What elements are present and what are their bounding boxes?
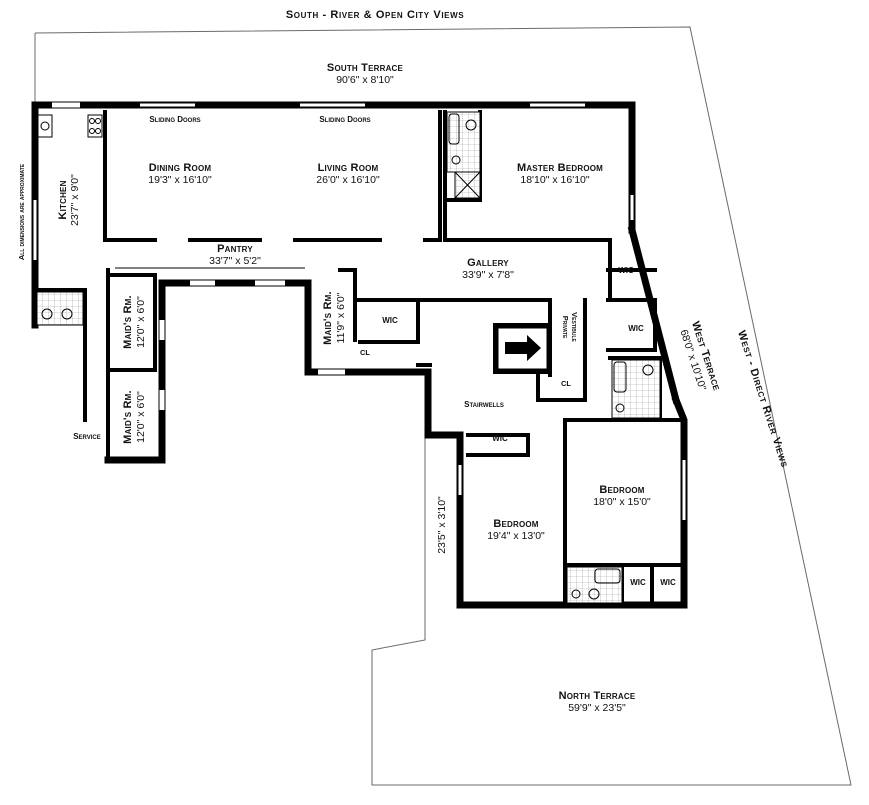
maids-room-3-dims: 11'9" x 6'0" (335, 292, 347, 343)
maids-room-1-name: Maid's Rm. (122, 295, 134, 349)
maids-room-2-dims: 12'0" x 6'0" (135, 391, 147, 443)
wic-label-2: WIC (382, 316, 398, 325)
south-terrace-dims: 90'6" x 8'10" (336, 74, 394, 86)
vestibule-label: Vestibule (570, 312, 579, 342)
stairwells-label: Stairwells (464, 400, 504, 409)
north-terrace-dims: 59'9" x 23'5" (568, 702, 626, 714)
window-sills (32, 102, 687, 520)
living-room-name: Living Room (318, 162, 379, 174)
maids-room-1-dims: 12'0" x 6'0" (135, 296, 147, 348)
master-bedroom-name: Master Bedroom (517, 162, 603, 174)
master-bedroom-dims: 18'10" x 16'10" (520, 174, 590, 186)
service-label: Service (73, 432, 101, 441)
approx-note: All dimensions are approximate (17, 163, 26, 260)
wic-label-3: WIC (628, 324, 644, 333)
bath-fixtures (41, 113, 654, 600)
bedroom-1-dims: 18'0" x 15'0" (593, 496, 651, 508)
stair-arrow-icon (505, 335, 541, 361)
kitchen-bath-tile (36, 291, 84, 326)
closet-label-2: CL (561, 379, 571, 388)
gallery-dims: 33'9" x 7'8" (462, 269, 514, 281)
south-terrace-name: South Terrace (327, 62, 404, 74)
side-terrace-dims: 23'5" x 3'10" (436, 496, 448, 554)
west-bath-tile (611, 359, 661, 419)
dining-room-name: Dining Room (149, 162, 212, 174)
terrace-outline (34, 26, 852, 786)
bedroom-1-name: Bedroom (599, 484, 644, 496)
south-view-label: South - River & Open City Views (286, 9, 464, 21)
small-labels: Sliding Doors Sliding Doors WIC WIC WIC … (73, 115, 676, 587)
sliding-doors-label-1: Sliding Doors (149, 115, 200, 124)
pantry-dims: 33'7" x 5'2" (209, 255, 261, 267)
master-bath-tile (446, 111, 481, 173)
closet-label-1: CL (360, 348, 370, 357)
private-label: Private (561, 316, 570, 339)
wic-label-1: WIC (618, 266, 634, 275)
dining-room-dims: 19'3" x 16'10" (148, 174, 212, 186)
kitchen-dims: 23'7" x 9'0" (69, 174, 81, 226)
maids-room-2-name: Maid's Rm. (122, 390, 134, 444)
bedroom-2-dims: 19'4" x 13'0" (487, 530, 545, 542)
wic-label-4: WIC (492, 434, 508, 443)
wic-label-6: WIC (660, 578, 676, 587)
living-room-dims: 26'0" x 16'10" (316, 174, 380, 186)
shower-cross (454, 171, 481, 199)
maids-room-3-name: Maid's Rm. (322, 291, 334, 345)
kitchen-name: Kitchen (57, 180, 69, 219)
pantry-name: Pantry (217, 243, 253, 255)
west-view-label: West - Direct River Views (735, 329, 791, 469)
gallery-name: Gallery (467, 257, 509, 269)
kitchen-appliances (37, 114, 103, 138)
wic-label-5: WIC (630, 578, 646, 587)
windows (32, 102, 687, 520)
north-terrace-name: North Terrace (559, 690, 636, 702)
bedroom-2-name: Bedroom (493, 518, 538, 530)
interior-walls (33, 110, 686, 607)
sliding-doors-label-2: Sliding Doors (319, 115, 370, 124)
